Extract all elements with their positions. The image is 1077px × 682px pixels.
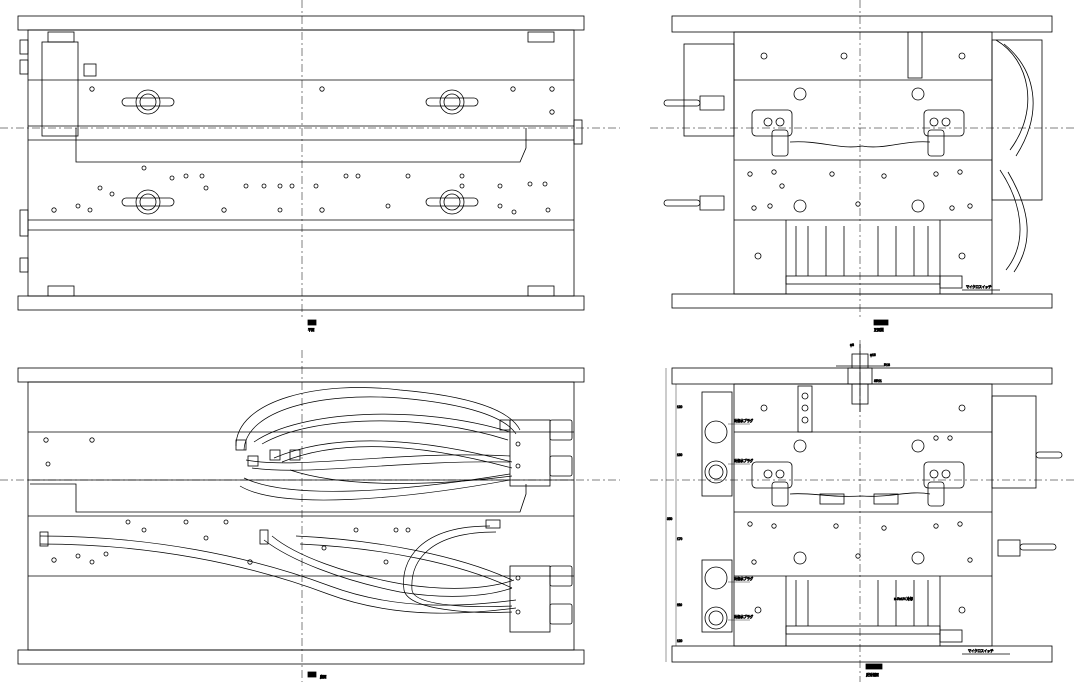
view-bottom-right: マイクロスイッチ 冷却水ブラグ 冷却水ブラグ 冷却水ブラグ 冷却水ブラグ φ8 … [650,340,1077,682]
ldim-3: 350 [667,517,673,521]
hole-pattern-bl [43,437,411,565]
cooling-hoses-bl [39,387,521,614]
spec-note: Ⅲ-Rc1/4 冷却 [894,596,913,601]
mold-body-r [733,31,993,295]
hose-right [995,39,1034,273]
dim-d: SR11 [874,379,882,383]
caption-bottom-right: 反対側面 [866,672,879,677]
ldim-5: 110 [677,603,682,607]
mold-body [27,29,575,297]
view-top-right: マイクロスイッチ 正面図 [650,0,1077,332]
cooling-note-2: 冷却水ブラグ [734,458,754,463]
mold-body-br [733,383,993,647]
handle-4 [425,189,479,215]
bottom-clamp-plate [17,295,585,311]
cooling-note-3: 冷却水ブラグ [734,576,754,581]
caption-top-right: 正面図 [874,328,884,332]
switch-label-top: マイクロスイッチ [966,284,991,289]
caption-top-left: 平面 [308,328,314,332]
top-clamp-plate [17,15,585,31]
caption-bottom-left: 底面 [320,674,326,679]
view-bottom-left: 底面 [0,350,620,682]
handle-1 [121,89,175,115]
clamp-4 [923,461,965,507]
clamp-1 [751,109,793,157]
dim-c: R18 [884,363,890,367]
manifold-lower [509,565,573,633]
bottom-clamp-plate-bl [17,649,585,665]
hole-pattern-r [747,52,973,260]
ldim-4: 170 [677,537,683,541]
ldim-2: 130 [677,453,683,457]
dim-a: φ8 [850,343,854,347]
cooling-note-4: 冷却水ブラグ [734,614,754,619]
view-top-left: 平面 [0,0,620,332]
hole-pattern [51,86,555,215]
bottom-clamp-plate-r [671,293,1053,309]
ldim-1: 120 [677,405,683,409]
top-clamp-plate-bl [17,367,585,383]
dim-b: φ16 [870,353,876,357]
top-clamp-plate-br [671,367,1053,385]
cooling-note-1: 冷却水ブラグ [734,418,754,423]
cavity-profile [75,128,527,163]
side-block [41,41,79,137]
switch-label-bottom: マイクロスイッチ [968,648,993,653]
ldim-6: 120 [677,639,683,643]
top-clamp-plate-r [671,15,1053,33]
manifold-upper [509,419,573,487]
clamp-2 [923,109,965,157]
handle-3 [121,189,175,215]
handle-2 [425,89,479,115]
clamp-3 [751,461,793,507]
